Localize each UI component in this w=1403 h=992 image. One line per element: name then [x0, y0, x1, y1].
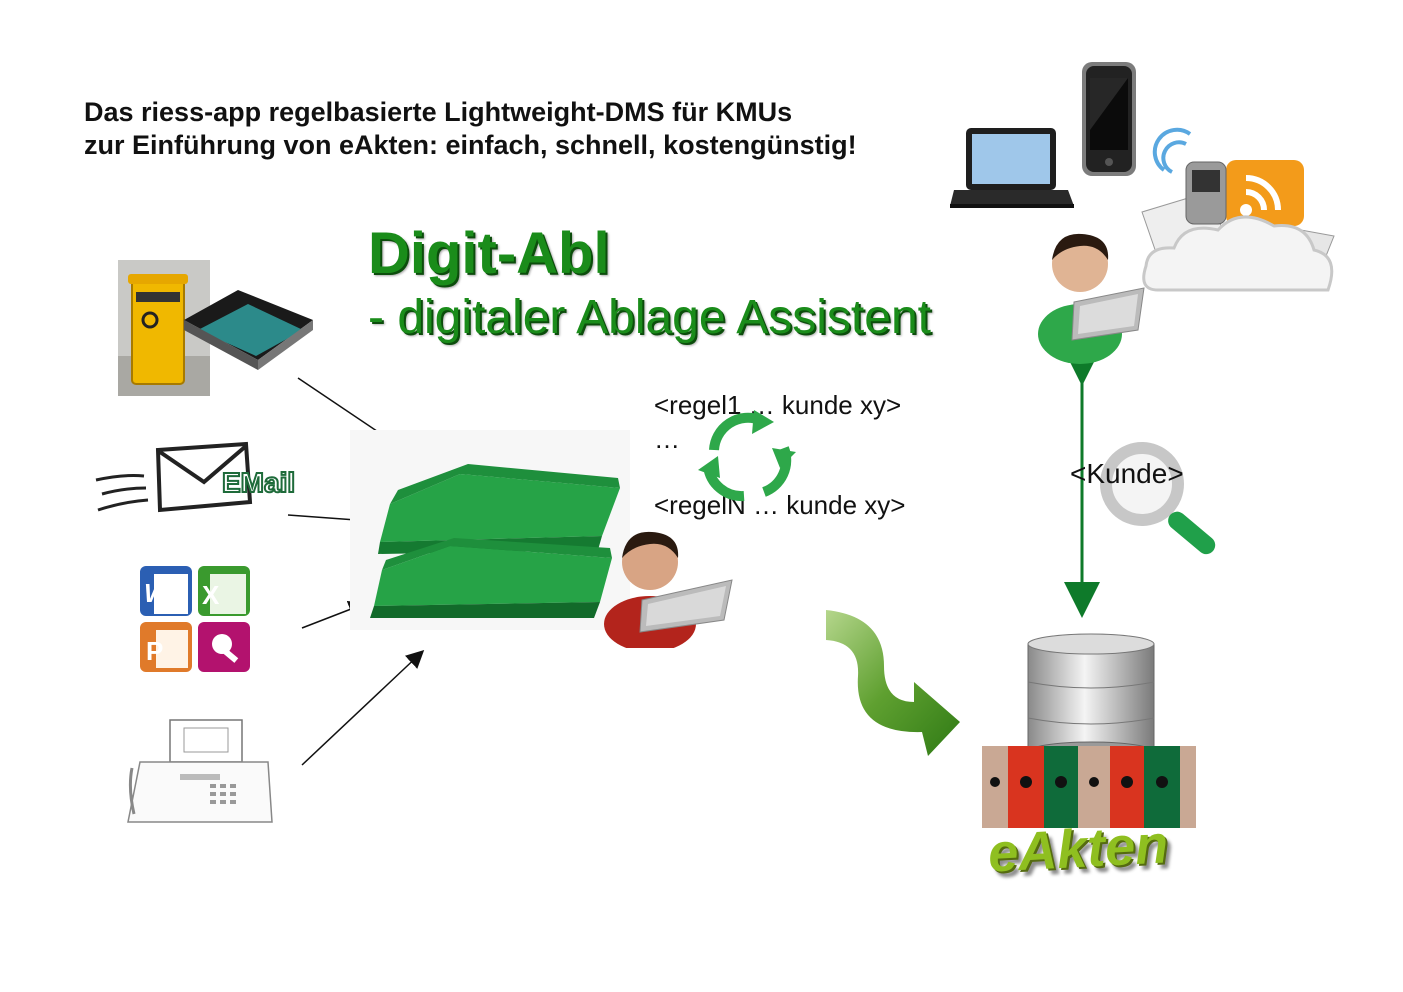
refresh-icon: [694, 410, 804, 506]
rule-last: <regelN … kunde xy>: [654, 490, 906, 520]
search-icon: [1098, 440, 1228, 560]
cloud-icon: [1138, 126, 1342, 296]
svg-text:X: X: [202, 580, 220, 610]
subtitle: - digitaler Ablage Assistent: [368, 291, 931, 344]
svg-text:W: W: [144, 578, 171, 608]
headline-line-2: zur Einführung von eAkten: einfach, schn…: [84, 130, 857, 160]
email-icon: EMail: [94, 440, 330, 518]
email-label: EMail: [222, 467, 295, 498]
user-icon-customer: [1036, 230, 1146, 364]
archive-label: eAkten: [986, 814, 1170, 884]
title: Digit-Abl: [368, 221, 610, 286]
flow-arrow-icon: [824, 606, 964, 760]
laptop-icon: [950, 124, 1074, 210]
arrow-fax: [301, 649, 425, 766]
search-label: <Kunde>: [1070, 458, 1184, 489]
svg-text:P: P: [146, 636, 163, 666]
rule-ellipsis: …: [654, 424, 680, 454]
tray-icon: [350, 430, 630, 630]
office-icons: W X P: [138, 564, 254, 676]
fax-icon: [126, 718, 276, 824]
headline: Das riess-app regelbasierte Lightweight-…: [84, 96, 857, 162]
smartphone-icon: [1080, 60, 1138, 178]
mailbox-scanner-icon: [118, 260, 318, 400]
binders-icon: [982, 746, 1198, 832]
user-icon: [602, 528, 736, 648]
database-icon: [1026, 632, 1156, 762]
headline-line-1: Das riess-app regelbasierte Lightweight-…: [84, 97, 793, 127]
rule-first: <regel1 … kunde xy>: [654, 390, 902, 420]
